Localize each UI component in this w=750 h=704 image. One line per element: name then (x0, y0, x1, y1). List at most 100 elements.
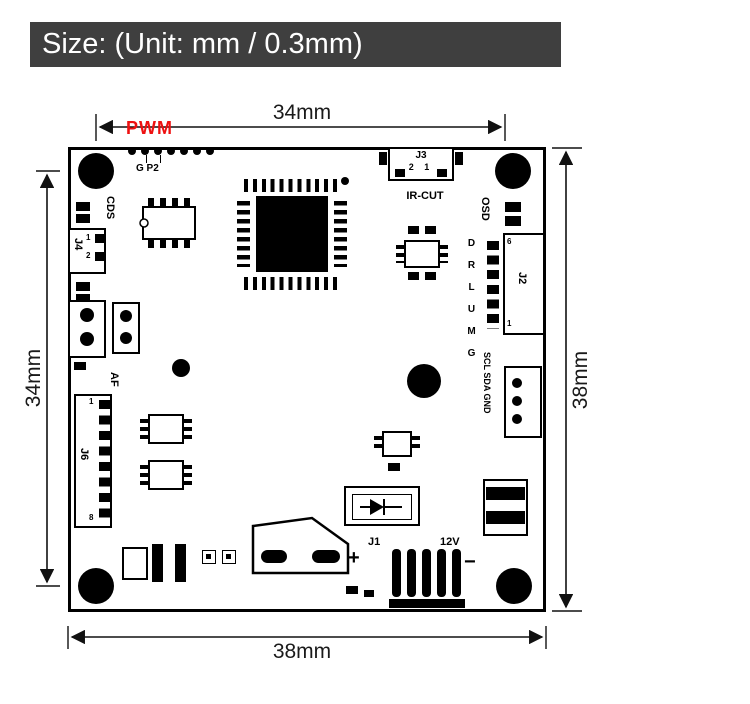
pin-dot (167, 147, 175, 155)
gp2-label: G P2 (136, 163, 159, 174)
main-chip-die (256, 196, 328, 272)
power-pin (407, 549, 416, 597)
power-pin (452, 549, 461, 597)
power-pin (437, 549, 446, 597)
pwm-label: PWM (126, 118, 173, 138)
j4-pin-bottom-label: 2 (86, 251, 91, 260)
connector-hole (512, 414, 522, 424)
j6-pins (99, 400, 110, 522)
ic-pins-right (412, 436, 420, 452)
j6-label: J6 (78, 448, 90, 461)
dim-bottom-value: 38mm (262, 641, 342, 662)
pin-dot (193, 147, 201, 155)
pad-box (202, 550, 216, 564)
ic-pins-right (440, 245, 448, 263)
pwm-pin-dots (128, 147, 219, 155)
solder-pad (346, 586, 358, 594)
gp2-leader-line (160, 155, 161, 163)
small-ic (404, 240, 440, 268)
power-label: 12V (440, 536, 460, 548)
mounting-hole-bottom-right (496, 568, 532, 604)
bottom-left-component (122, 547, 148, 580)
cds-label: CDS (104, 196, 116, 220)
dim-top-value: 34mm (272, 101, 332, 124)
connector-i2c (504, 366, 542, 438)
connector-hole (120, 310, 132, 322)
ic-pins-left (396, 245, 404, 263)
j3-pin (395, 169, 405, 177)
solder-pad (505, 216, 521, 226)
j3-pin (437, 169, 447, 177)
dip-chip-pins-top (148, 198, 190, 206)
dip-chip-pins-bottom (148, 240, 190, 248)
j3-side-pad (455, 152, 463, 165)
solder-pad (76, 282, 90, 291)
af-label: AF (108, 372, 120, 387)
ic-pins-right (184, 419, 192, 439)
pad-box-dot (206, 554, 211, 559)
pad-box (222, 550, 236, 564)
ic-pins-left (374, 436, 382, 452)
solder-pad (505, 202, 521, 212)
dim-left-value: 34mm (22, 348, 45, 408)
connector-j2 (503, 233, 545, 335)
diode-inner (352, 494, 412, 520)
pin-dot (141, 147, 149, 155)
i2c-labels: SCL SDA GND (482, 352, 492, 414)
pad-box-dot (226, 554, 231, 559)
plus-label: + (348, 547, 360, 569)
solder-pad (76, 294, 90, 303)
striped-component (152, 544, 186, 582)
small-ic (382, 431, 412, 457)
connector-hole (512, 396, 522, 406)
stripe-bar (486, 487, 525, 500)
power-pin (422, 549, 431, 597)
power-pin (392, 549, 401, 597)
j6-pin-bottom-label: 8 (89, 513, 94, 522)
via-hole (172, 359, 190, 377)
pin-dot (206, 147, 214, 155)
ic-pins-left (140, 419, 148, 439)
gpio-letters-label: D R L U M G (466, 238, 477, 359)
main-chip-pins-bottom (244, 277, 342, 290)
header-bar: Size: (Unit: mm / 0.3mm) (30, 22, 561, 67)
connector-hole (120, 332, 132, 344)
solder-pad (425, 272, 436, 280)
solder-pad (408, 226, 419, 234)
main-chip-pins-right (334, 201, 347, 267)
ic-pins-right (184, 465, 192, 485)
solder-pad (364, 590, 374, 597)
solder-pad (74, 362, 86, 370)
pin-dot (180, 147, 188, 155)
via-hole (341, 177, 349, 185)
j4-pin (95, 252, 104, 261)
solder-pad (408, 272, 419, 280)
mounting-hole-bottom-left (78, 568, 114, 604)
ic-pins-left (140, 465, 148, 485)
main-chip-pins-left (237, 201, 250, 267)
j1-label: J1 (368, 536, 381, 548)
gp2-leader-line (146, 155, 147, 163)
j2-label: J2 (516, 272, 528, 285)
j3-side-pad (379, 152, 387, 165)
j2-pin-bottom-label: 1 (507, 319, 512, 328)
j4-pin (95, 234, 104, 243)
ircut-label: IR-CUT (406, 190, 444, 202)
small-ic (148, 414, 184, 444)
connector-hole (80, 308, 94, 322)
mounting-hole-top-right (495, 153, 531, 189)
power-header-base (389, 599, 465, 608)
dim-right-value: 38mm (569, 350, 592, 410)
j3-pins-label: 2 1 (408, 162, 434, 172)
j2-pin-top-label: 6 (507, 237, 512, 246)
osd-label: OSD (479, 197, 491, 221)
pin-dot (128, 147, 136, 155)
via-hole-center (407, 364, 441, 398)
j4-label: J4 (72, 238, 84, 251)
solder-pad (76, 214, 90, 223)
stripe-bar (486, 511, 525, 524)
page-title: Size: (Unit: mm / 0.3mm) (42, 28, 363, 60)
dip-chip (142, 206, 196, 240)
mounting-hole-top-left (78, 153, 114, 189)
